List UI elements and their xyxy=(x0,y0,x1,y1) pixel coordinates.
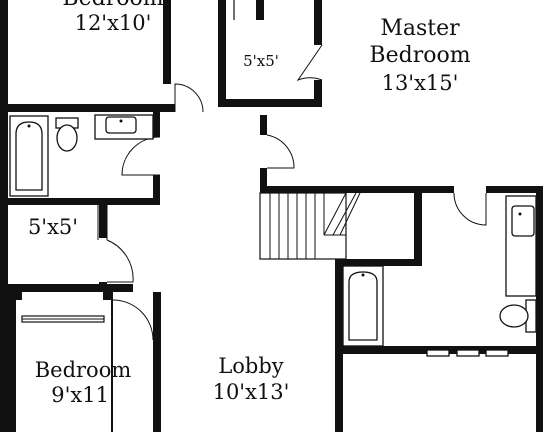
master-name-line1: Master xyxy=(380,16,460,41)
closet-size: 5'x5' xyxy=(243,52,279,70)
door-swing-icon xyxy=(106,239,134,283)
toilet-icon xyxy=(499,299,537,333)
window-icon xyxy=(426,349,509,357)
door-swings xyxy=(106,44,487,341)
door-swing-icon xyxy=(121,136,161,176)
bedroom-top-size: 12'x10' xyxy=(75,11,152,35)
bedroom-bottom-size: 9'x11' xyxy=(51,383,114,407)
sink-icon xyxy=(94,114,154,140)
lobby-name: Lobby xyxy=(218,354,283,378)
toilet-icon xyxy=(55,117,79,152)
left-bath xyxy=(9,114,154,197)
right-bath xyxy=(342,195,537,357)
master-name-line2: Bedroom xyxy=(369,43,470,68)
door-swing-icon xyxy=(112,299,154,341)
bedroom-bottom-name: Bedroom xyxy=(35,358,132,382)
door-swing-icon xyxy=(296,44,323,82)
bathtub-icon xyxy=(9,115,49,197)
storage-size: 5'x5' xyxy=(28,215,78,239)
room-labels: Bedroom 12'x10' 5'x5' Master Bedroom 13'… xyxy=(28,0,471,407)
stairs-icon xyxy=(259,192,361,260)
door-swing-icon xyxy=(266,134,295,169)
door-swing-icon xyxy=(174,83,204,113)
bathtub-icon xyxy=(342,265,384,347)
sink-icon xyxy=(505,195,537,297)
door-swing-icon xyxy=(453,192,487,226)
lobby-size: 10'x13' xyxy=(213,380,290,404)
bedroom-top-name: Bedroom xyxy=(62,0,163,11)
master-size: 13'x15' xyxy=(382,71,459,95)
